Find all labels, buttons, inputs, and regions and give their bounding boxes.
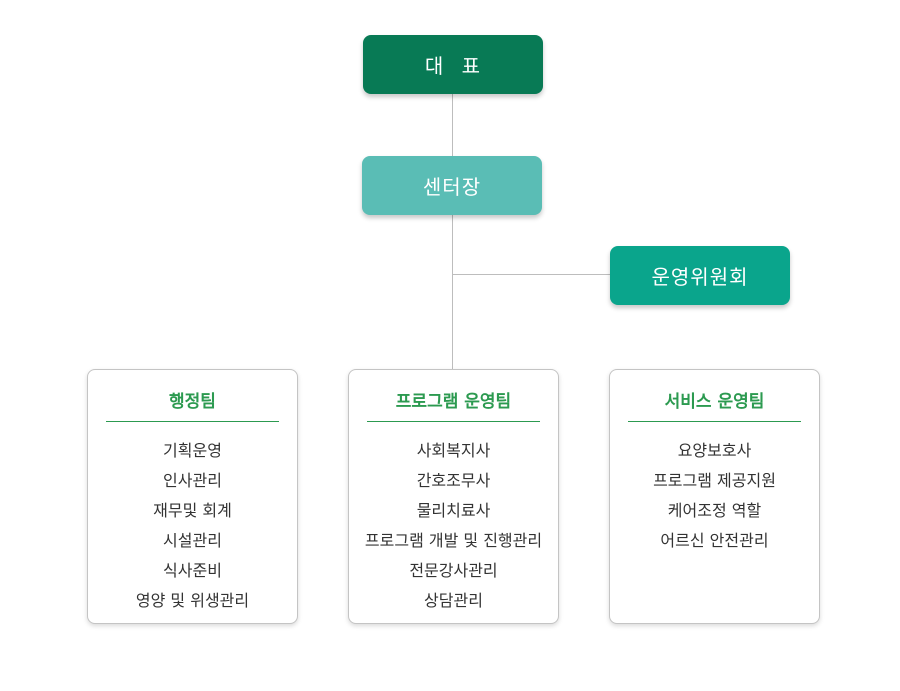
list-item: 사회복지사 bbox=[416, 441, 491, 460]
team-program-items: 사회복지사 간호조무사 물리치료사 프로그램 개발 및 진행관리 전문강사관리 … bbox=[349, 436, 558, 616]
team-service-divider bbox=[628, 421, 801, 422]
connector-director-teams bbox=[452, 215, 453, 369]
list-item: 프로그램 개발 및 진행관리 bbox=[364, 531, 543, 550]
list-item: 전문강사관리 bbox=[409, 561, 498, 580]
team-program: 프로그램 운영팀 사회복지사 간호조무사 물리치료사 프로그램 개발 및 진행관… bbox=[348, 369, 559, 624]
list-item: 시설관리 bbox=[163, 531, 222, 550]
list-item: 어르신 안전관리 bbox=[660, 531, 769, 550]
list-item: 영양 및 위생관리 bbox=[135, 591, 250, 610]
team-program-divider bbox=[367, 421, 540, 422]
connector-ceo-director bbox=[452, 94, 453, 156]
director-label: 센터장 bbox=[422, 175, 482, 199]
list-item: 기획운영 bbox=[163, 441, 222, 460]
team-admin-title: 행정팀 bbox=[169, 392, 216, 412]
team-admin-divider bbox=[106, 421, 279, 422]
committee-node: 운영위원회 bbox=[610, 246, 790, 305]
list-item: 상담관리 bbox=[424, 591, 483, 610]
committee-label: 운영위원회 bbox=[651, 265, 749, 289]
list-item: 프로그램 제공지원 bbox=[653, 471, 776, 490]
list-item: 물리치료사 bbox=[416, 501, 491, 520]
list-item: 간호조무사 bbox=[416, 471, 491, 490]
team-service-title: 서비스 운영팀 bbox=[664, 392, 765, 412]
list-item: 케어조정 역할 bbox=[667, 501, 762, 520]
team-service: 서비스 운영팀 요양보호사 프로그램 제공지원 케어조정 역할 어르신 안전관리 bbox=[609, 369, 820, 624]
ceo-label: 대 표 bbox=[424, 54, 482, 78]
team-service-items: 요양보호사 프로그램 제공지원 케어조정 역할 어르신 안전관리 bbox=[610, 436, 819, 556]
team-admin: 행정팀 기획운영 인사관리 재무및 회계 시설관리 식사준비 영양 및 위생관리 bbox=[87, 369, 298, 624]
team-program-title: 프로그램 운영팀 bbox=[395, 392, 512, 412]
list-item: 인사관리 bbox=[163, 471, 222, 490]
list-item: 식사준비 bbox=[163, 561, 222, 580]
list-item: 요양보호사 bbox=[677, 441, 752, 460]
connector-committee bbox=[452, 274, 610, 275]
ceo-node: 대 표 bbox=[363, 35, 543, 94]
team-admin-items: 기획운영 인사관리 재무및 회계 시설관리 식사준비 영양 및 위생관리 bbox=[88, 436, 297, 616]
director-node: 센터장 bbox=[362, 156, 542, 215]
list-item: 재무및 회계 bbox=[153, 501, 232, 520]
